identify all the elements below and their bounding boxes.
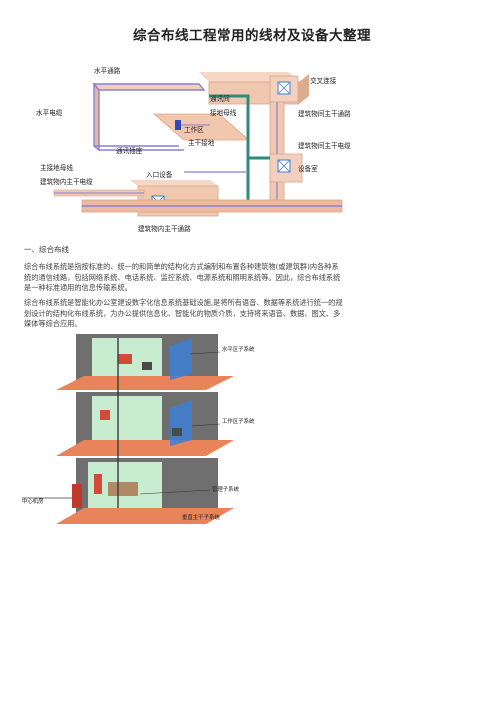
label-telecom-room: 通讯间 — [210, 95, 230, 103]
label-vertical-subsystem: 垂直主干子系统 — [182, 515, 220, 521]
label-horizontal-channel: 水平通路 — [94, 67, 121, 75]
subsystem-diagram: 水平区子系统 工作区子系统 管理子系统 中心机房 垂直主干子系统 — [20, 332, 280, 524]
paragraph-1: 综合布线系统是指按标准的、统一的和简单的结构化方式编制和布置各种建筑物(或建筑群… — [24, 262, 341, 293]
label-management-subsystem: 管理子系统 — [212, 487, 239, 493]
page-title: 综合布线工程常用的线材及设备大整理 — [133, 28, 371, 44]
floor-2-slab — [56, 440, 234, 456]
cabling-diagram: 水平通路 交叉连接 水平电缆 通讯间 接地母线 工作区 建筑物间主干通路 通讯插… — [34, 62, 364, 237]
label-work-area: 工作区 — [184, 126, 204, 134]
floor-1-slab — [56, 508, 234, 524]
label-building-trunk-cable: 建筑物间主干电缆 — [298, 142, 351, 150]
cabling-diagram-graphic — [53, 72, 343, 217]
label-horizontal-cable: 水平电缆 — [36, 109, 63, 117]
subsystem-diagram-graphic — [22, 334, 234, 524]
label-work-area-subsystem: 工作区子系统 — [222, 419, 255, 425]
floor-3-slab — [56, 376, 234, 390]
label-main-trunk: 主干接地 — [188, 139, 215, 147]
label-telecom-outlet: 通讯插座 — [116, 147, 143, 155]
label-central-room: 中心机房 — [22, 499, 44, 505]
label-main-grounding-bus: 主接地母线 — [40, 164, 73, 172]
label-cross-connect: 交叉连接 — [310, 77, 337, 85]
paragraph-2: 综合布线系统是智能化办公室建设数字化信息系统基础设施,是将所有语音、数据等系统进… — [24, 298, 343, 329]
label-inside-trunk-cable: 建筑物内主干电缆 — [40, 178, 93, 186]
label-building-trunk-channel: 建筑物间主干通路 — [298, 110, 351, 118]
section-heading: 一、综合布线 — [24, 245, 69, 254]
label-equipment-room: 设备室 — [298, 165, 318, 173]
label-entrance-facility: 入口设备 — [146, 171, 173, 179]
label-horizontal-subsystem: 水平区子系统 — [222, 347, 255, 353]
label-inside-trunk-channel: 建筑物内主干通路 — [138, 225, 191, 233]
label-grounding-bus: 接地母线 — [210, 109, 237, 117]
